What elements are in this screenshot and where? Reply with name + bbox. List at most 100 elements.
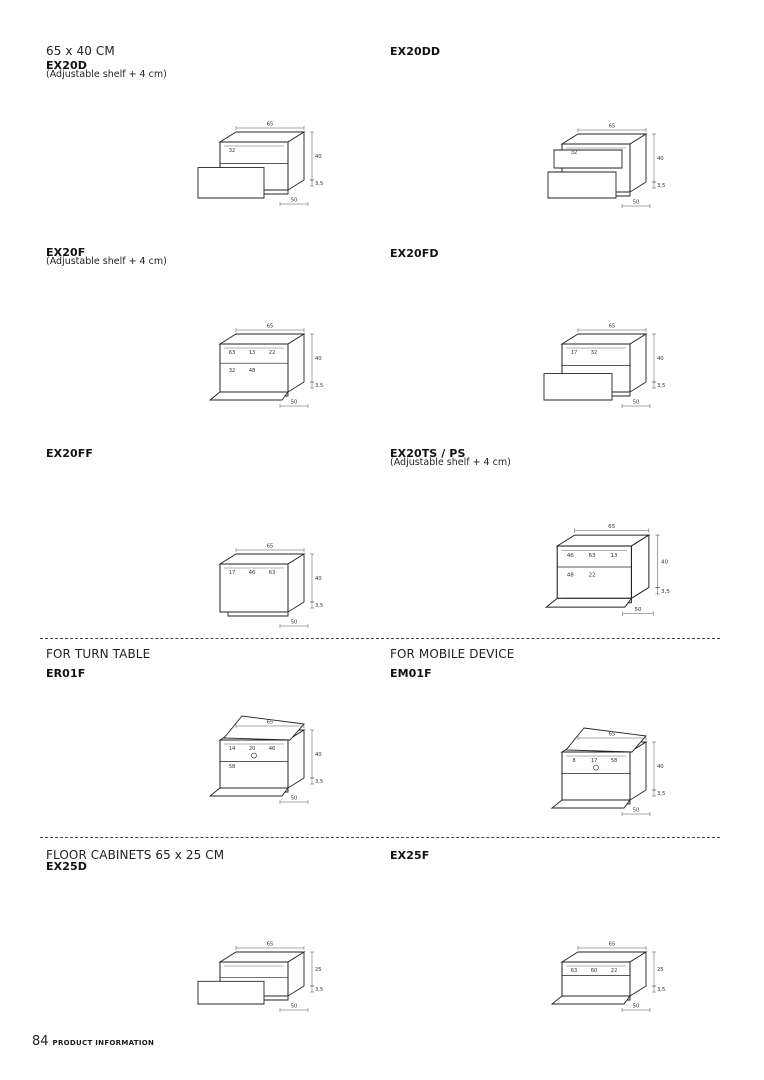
dimension-inner-label: 63 xyxy=(571,968,578,974)
drawing-ex20f: 65 40 3,5 50 63 13 22 32 48 xyxy=(192,322,342,432)
flap-open xyxy=(550,799,631,809)
product-note-ex20d: (Adjustable shelf + 4 cm) xyxy=(46,69,167,80)
dimension-inner-label: 13 xyxy=(249,350,256,356)
drawer-front-bottom xyxy=(547,171,617,199)
dimension-inner-label: 17 xyxy=(571,350,578,356)
product-code-ex20dd: EX20DD xyxy=(390,45,441,58)
cabinet-side xyxy=(287,553,305,613)
flap-open xyxy=(544,597,633,608)
cabinet-front xyxy=(561,961,631,997)
cabinet-plinth xyxy=(227,611,289,617)
dimension-depth-label: 50 xyxy=(291,796,298,802)
page-number: 84 xyxy=(32,1034,49,1049)
dimension-depth-label: 50 xyxy=(633,200,640,206)
dimension-inner-label: 58 xyxy=(611,758,618,764)
dimension-base-label: 3,5 xyxy=(315,383,323,389)
dimension-width-label: 65 xyxy=(267,324,274,330)
dimension-height-label: 40 xyxy=(657,156,664,162)
drawer-front-top xyxy=(553,149,623,169)
dimension-base-label: 3,5 xyxy=(657,987,665,993)
product-code-ex20fd: EX20FD xyxy=(390,247,439,260)
dimension-depth-label: 50 xyxy=(291,620,298,626)
dimension-width-label: 65 xyxy=(267,122,274,128)
dimension-height-label: 25 xyxy=(657,967,664,973)
dimension-height-label: 40 xyxy=(315,356,322,362)
product-code-ex25f: EX25F xyxy=(390,849,430,862)
drawing-ex20ff: 65 40 3,5 50 17 46 63 xyxy=(192,542,342,652)
dimension-depth-label: 50 xyxy=(291,400,298,406)
dimension-depth-label: 50 xyxy=(633,1004,640,1010)
dimension-inner-label: 58 xyxy=(229,764,236,770)
turntable-spindle xyxy=(251,752,257,759)
drawer-front xyxy=(197,167,265,199)
product-code-ex25d: EX25D xyxy=(46,860,87,873)
dimension-inner-label: 48 xyxy=(249,368,256,374)
product-code-ex20ff: EX20FF xyxy=(46,447,93,460)
cabinet-front xyxy=(219,739,289,789)
section-title-mobile-device: FOR MOBILE DEVICE xyxy=(390,647,515,661)
drawer-front xyxy=(197,980,265,1005)
dimension-height-label: 40 xyxy=(315,576,322,582)
cabinet-front xyxy=(219,563,289,613)
dimension-width-label: 65 xyxy=(609,942,616,948)
dimension-height-label: 40 xyxy=(657,764,664,770)
cabinet-side xyxy=(630,534,650,600)
dimension-inner-label: 8 xyxy=(572,758,575,764)
dimension-depth-label: 50 xyxy=(291,1004,298,1010)
section-title-65x40: 65 x 40 CM xyxy=(46,44,115,58)
dimension-base-label: 3,5 xyxy=(315,181,323,187)
dimension-inner-label: 32 xyxy=(229,368,236,374)
dimension-width-label: 65 xyxy=(267,942,274,948)
dimension-height-label: 40 xyxy=(657,356,664,362)
dimension-inner-label: 17 xyxy=(229,570,236,576)
dimension-width-label: 65 xyxy=(609,124,616,130)
flap-open xyxy=(208,391,289,401)
dimension-inner-label: 32 xyxy=(571,150,578,156)
dimension-inner-label: 32 xyxy=(591,350,598,356)
dimension-base-label: 3,5 xyxy=(315,779,323,785)
drawer-front xyxy=(543,373,613,401)
product-code-em01f: EM01F xyxy=(390,667,432,680)
cabinet-side xyxy=(287,131,305,191)
dimension-inner-label: 14 xyxy=(229,746,236,752)
product-code-ex20d: EX20D xyxy=(46,59,87,72)
dimension-depth-label: 50 xyxy=(634,607,642,613)
dimension-width-label: 65 xyxy=(267,720,274,726)
turntable-spindle xyxy=(593,764,599,771)
dimension-inner-label: 48 xyxy=(567,573,575,579)
dimension-base-label: 3,5 xyxy=(315,603,323,609)
technical-drawing: 65 40 3,5 50 63 13 22 32 48 xyxy=(208,324,323,408)
dimension-depth-label: 50 xyxy=(633,808,640,814)
dimension-base-label: 3,5 xyxy=(657,183,665,189)
flap-open xyxy=(208,787,289,797)
cabinet-front xyxy=(556,545,632,599)
dimension-base-label: 3,5 xyxy=(657,791,665,797)
dimension-inner-label: 22 xyxy=(269,350,276,356)
dimension-base-label: 3,5 xyxy=(657,383,665,389)
technical-drawing: 65 40 3,5 50 32 xyxy=(547,124,665,208)
dimension-inner-label: 60 xyxy=(591,968,598,974)
dimension-inner-label: 63 xyxy=(229,350,236,356)
dimension-width-label: 65 xyxy=(267,544,274,550)
flap-open xyxy=(550,995,631,1005)
cabinet-front xyxy=(219,343,289,393)
dimension-base-label: 3,5 xyxy=(315,987,323,993)
dimension-inner-label: 46 xyxy=(567,553,575,559)
product-code-ex20f: EX20F xyxy=(46,246,86,259)
section-divider xyxy=(40,638,720,639)
section-divider xyxy=(40,837,720,838)
dimension-inner-label: 63 xyxy=(269,570,276,576)
dimension-inner-label: 63 xyxy=(589,553,597,559)
dimension-inner-label: 46 xyxy=(249,570,256,576)
dimension-inner-label: 13 xyxy=(610,553,618,559)
